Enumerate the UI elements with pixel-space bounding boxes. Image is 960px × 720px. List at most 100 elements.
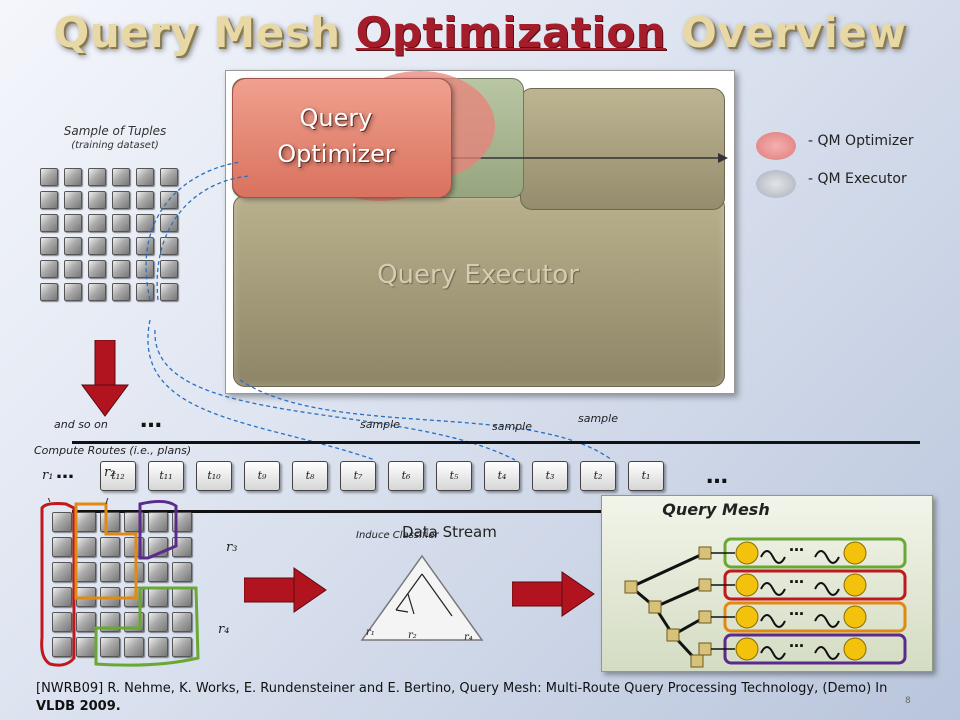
mesh-router-node [698, 578, 712, 592]
stream-tuple: t₅ [436, 461, 472, 491]
query-mesh-diagram: ………… [624, 537, 907, 668]
clustered-tuple [148, 512, 168, 532]
classifier-tree-icon [360, 554, 484, 641]
query-optimizer-line1: Query [299, 104, 373, 132]
stream-tuple: t₁₀ [196, 461, 232, 491]
title-highlight: Optimization [355, 8, 667, 57]
induce-classifier-label: Induce Classifier [356, 530, 439, 541]
mesh-squiggle [814, 646, 840, 660]
stream-tuple: t₁ [628, 461, 664, 491]
sample-tuple [88, 191, 106, 209]
slide-title: Query Mesh Optimization Overview [0, 8, 960, 57]
sample-tuple [88, 283, 106, 301]
mesh-squiggle [760, 646, 786, 660]
stream-tuple: t₄ [484, 461, 520, 491]
sample-tuple [112, 237, 130, 255]
route-label-r2: r₂ [104, 465, 116, 480]
route-label-r4: r₄ [218, 622, 230, 637]
mesh-operator [843, 573, 867, 597]
right-arrow-icon-1 [244, 567, 327, 613]
sample-tuple [64, 191, 82, 209]
legend-executor-swatch [756, 170, 796, 198]
mesh-squiggle [814, 582, 840, 596]
clustered-tuple [148, 637, 168, 657]
mesh-squiggle [760, 582, 786, 596]
clustered-tuple [172, 637, 192, 657]
mesh-operator [843, 605, 867, 629]
mesh-squiggle [814, 614, 840, 628]
stream-tuple: t₂ [580, 461, 616, 491]
sample-tuple [64, 283, 82, 301]
stream-rule-top [72, 441, 920, 444]
legend-optimizer-swatch [756, 132, 796, 160]
sample-tuple [160, 214, 178, 232]
sample-tuple [64, 168, 82, 186]
sample-tuple [88, 214, 106, 232]
sample-tuple [136, 214, 154, 232]
clustered-tuple [172, 562, 192, 582]
query-mesh-title: Query Mesh [662, 500, 770, 519]
page-number: 8 [905, 696, 911, 706]
mesh-ellipsis: … [789, 569, 804, 587]
right-arrow-icon-2 [512, 571, 595, 617]
sample-tuples-title: Sample of Tuples [63, 124, 167, 138]
classifier-leaf-r2: r₂ [408, 630, 417, 641]
sample-tuple [64, 237, 82, 255]
legend-optimizer-label: - QM Optimizer [808, 133, 914, 149]
query-executor-body [233, 195, 725, 387]
classifier-leaf-r4: r₄ [464, 632, 473, 643]
clustered-tuple [76, 612, 96, 632]
clustered-tuple [52, 512, 72, 532]
query-executor-upper-block [520, 88, 725, 210]
clustered-tuple [52, 612, 72, 632]
mesh-ellipsis: … [789, 633, 804, 651]
sample-tuple [160, 260, 178, 278]
and-so-on-label: and so on [54, 418, 108, 431]
mesh-operator [735, 541, 759, 565]
clustered-tuple [148, 562, 168, 582]
stream-tuple: t₉ [244, 461, 280, 491]
sample-tuple [40, 191, 58, 209]
ellipsis-and-so-on: … [140, 408, 162, 433]
route-cluster-outlines [40, 498, 200, 667]
stream-tuple: t₆ [388, 461, 424, 491]
sample-tuple [40, 237, 58, 255]
stream-tuple: t₈ [292, 461, 328, 491]
sample-tuple [136, 168, 154, 186]
sample-tuple [64, 260, 82, 278]
ellipsis-stream: … [706, 464, 728, 489]
clustered-tuple [100, 637, 120, 657]
route-label-r3: r₃ [226, 540, 238, 555]
mesh-tree-node [690, 654, 704, 668]
ellipsis-routes: … [56, 462, 74, 483]
compute-routes-label: Compute Routes (i.e., plans) [34, 444, 192, 457]
sample-tuples-subtitle: (training dataset) [71, 140, 159, 151]
title-pre: Query Mesh [53, 8, 356, 57]
executor-arrow-icon [440, 153, 728, 163]
sample-tuple [88, 168, 106, 186]
sample-tuple [40, 214, 58, 232]
sample-tuple [112, 214, 130, 232]
sample-label-3: sample [578, 412, 618, 425]
query-optimizer-line2: Optimizer [277, 140, 395, 168]
sample-tuple [88, 237, 106, 255]
mesh-operator [735, 605, 759, 629]
mesh-router-node [698, 642, 712, 656]
classifier-leaf-r1: r₁ [366, 627, 375, 638]
mesh-route-edge [654, 583, 706, 609]
clustered-tuple [148, 612, 168, 632]
clustered-tuple [124, 637, 144, 657]
stream-rule-bottom [72, 510, 920, 513]
citation-venue: VLDB 2009. [36, 699, 121, 714]
stream-tuple: t₁₂ [100, 461, 136, 491]
down-arrow-icon [81, 340, 129, 417]
citation-text: [NWRB09] R. Nehme, K. Works, E. Rundenst… [36, 681, 888, 696]
sample-tuple [64, 214, 82, 232]
mesh-ellipsis: … [789, 537, 804, 555]
mesh-operator [843, 541, 867, 565]
clustered-tuple [124, 562, 144, 582]
mesh-tree-node [624, 580, 638, 594]
mesh-operator [735, 637, 759, 661]
sample-label-2: sample [492, 420, 532, 433]
mesh-route-edge [630, 551, 706, 589]
